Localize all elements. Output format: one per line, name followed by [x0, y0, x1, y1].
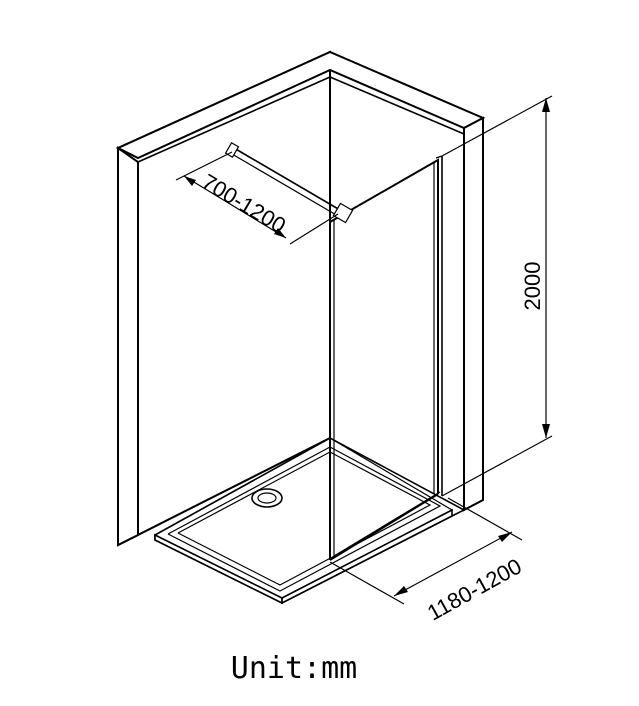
glass-panel: [329, 155, 443, 561]
height-dimension: 2000: [441, 95, 553, 497]
back-wall: [115, 50, 486, 512]
shower-tray: [153, 437, 466, 605]
width-label: 1180-1200: [423, 553, 526, 625]
drain: [251, 488, 283, 508]
unit-label: Unit:mm: [231, 651, 357, 686]
height-label: 2000: [520, 262, 545, 311]
